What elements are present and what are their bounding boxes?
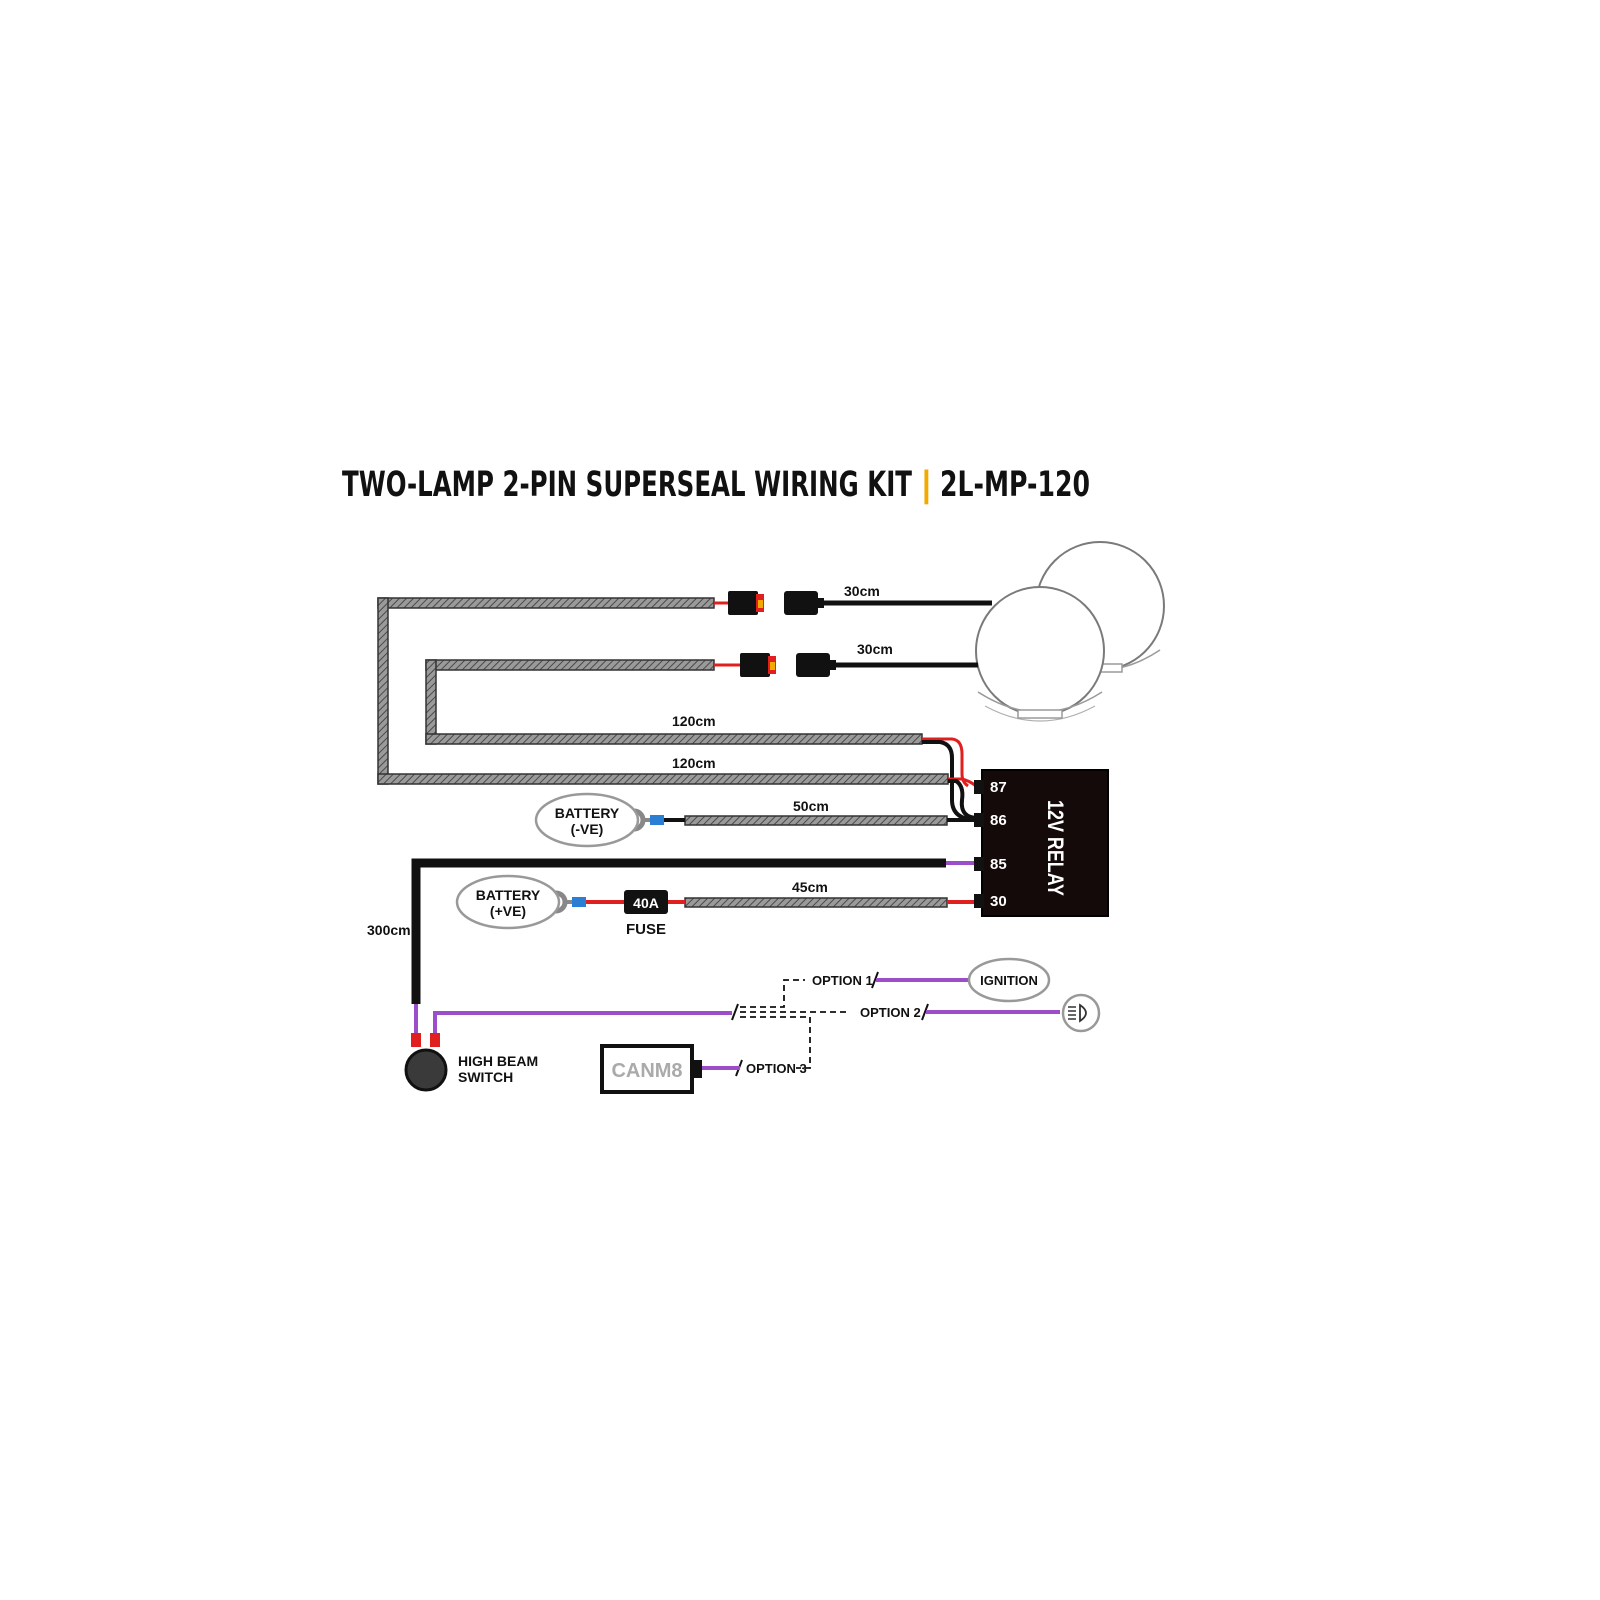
lamp-connector-2 (714, 653, 978, 677)
high-beam-switch: HIGH BEAM SWITCH (404, 1011, 732, 1092)
ignition-label: IGNITION (980, 973, 1038, 988)
battery-positive-line1: BATTERY (476, 887, 541, 903)
switch-lead (411, 858, 974, 1036)
battery-negative: BATTERY (-VE) (534, 792, 640, 848)
harness-outer (377, 597, 949, 785)
title: TWO-LAMP 2-PIN SUPERSEAL WIRING KIT | 2L… (342, 465, 1090, 505)
length-lamp2-lead: 30cm (857, 641, 893, 657)
relay-pin-85: 85 (990, 856, 1007, 873)
fuse-label: FUSE (626, 921, 666, 938)
switch-label-line1: HIGH BEAM (458, 1053, 538, 1069)
battery-positive: BATTERY (+VE) (455, 874, 561, 930)
fuse-rating: 40A (633, 895, 659, 911)
title-main: TWO-LAMP 2-PIN SUPERSEAL WIRING KIT (342, 465, 912, 505)
relay-pin-30: 30 (990, 893, 1007, 910)
relay-pin-87: 87 (990, 779, 1007, 796)
battery-positive-line2: (+VE) (490, 903, 526, 919)
option-1-label: OPTION 1 (812, 973, 873, 988)
driving-lamp-front (975, 586, 1105, 722)
relay: 87 86 85 30 12V RELAY (974, 769, 1109, 917)
battery-negative-line2: (-VE) (571, 821, 604, 837)
power-lead (544, 890, 974, 914)
high-beam-icon (1061, 993, 1101, 1033)
length-power-lead: 45cm (792, 879, 828, 895)
length-harness-outer: 120cm (672, 755, 716, 771)
option-3-label: OPTION 3 (746, 1061, 807, 1076)
relay-label: 12V RELAY (1043, 800, 1068, 896)
length-lamp1-lead: 30cm (844, 583, 880, 599)
switch-label-line2: SWITCH (458, 1069, 513, 1085)
harness-inner (425, 659, 923, 745)
option-paths (702, 971, 1060, 1077)
lamp-connector-1 (714, 591, 992, 615)
battery-negative-line1: BATTERY (555, 805, 620, 821)
harness-tails (922, 737, 979, 822)
length-switch-lead: 300cm (367, 922, 411, 938)
length-harness-inner: 120cm (672, 713, 716, 729)
canm8-label: CANM8 (611, 1060, 682, 1082)
title-code: 2L-MP-120 (940, 465, 1090, 505)
title-separator: | (920, 465, 933, 505)
relay-pin-86: 86 (990, 812, 1007, 829)
fuse: 40A FUSE (624, 890, 668, 938)
canm8-module: CANM8 (600, 1044, 702, 1094)
length-ground-lead: 50cm (793, 798, 829, 814)
ignition: IGNITION (967, 957, 1051, 1003)
option-2-label: OPTION 2 (860, 1005, 921, 1020)
